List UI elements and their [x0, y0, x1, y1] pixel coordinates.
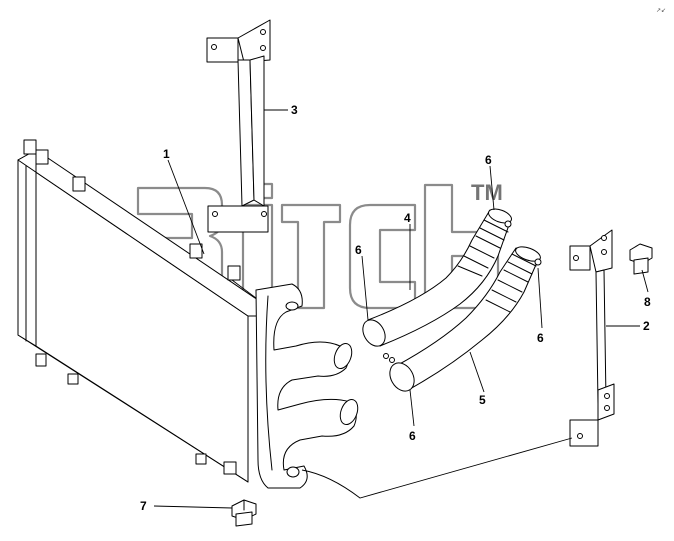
leader-6b [361, 255, 369, 321]
hose-4 [362, 208, 512, 359]
callout-4: 4 [404, 211, 411, 225]
outlet-manifold [255, 283, 359, 489]
callouts: 1 2 3 4 5 6 6 6 6 7 8 [140, 103, 651, 513]
callout-5: 5 [479, 393, 486, 407]
leader-6c [537, 267, 543, 329]
callout-8: 8 [644, 295, 651, 309]
hose-5 [389, 246, 542, 392]
callout-6-upper: 6 [485, 153, 492, 167]
callout-2: 2 [643, 319, 650, 333]
bracket-3 [206, 19, 271, 233]
bolt-8 [629, 243, 653, 275]
leader-6a [489, 165, 495, 211]
bracket-2 [569, 229, 615, 447]
bolt-7 [231, 499, 257, 527]
intercooler-core [17, 139, 259, 483]
leader-5 [469, 351, 485, 393]
leader-8 [641, 269, 649, 293]
callout-7: 7 [140, 499, 147, 513]
leader-6d [409, 389, 415, 427]
corner-mark: ↗↙ [656, 8, 666, 14]
trademark-mark: TM [471, 180, 503, 205]
leader-1 [167, 159, 205, 255]
callout-6-left: 6 [355, 243, 362, 257]
callout-3: 3 [291, 103, 298, 117]
callout-6-lower: 6 [409, 429, 416, 443]
callout-6-right: 6 [537, 331, 544, 345]
leader-7 [153, 505, 233, 509]
connection-lines [231, 279, 573, 499]
callout-1: 1 [163, 147, 170, 161]
